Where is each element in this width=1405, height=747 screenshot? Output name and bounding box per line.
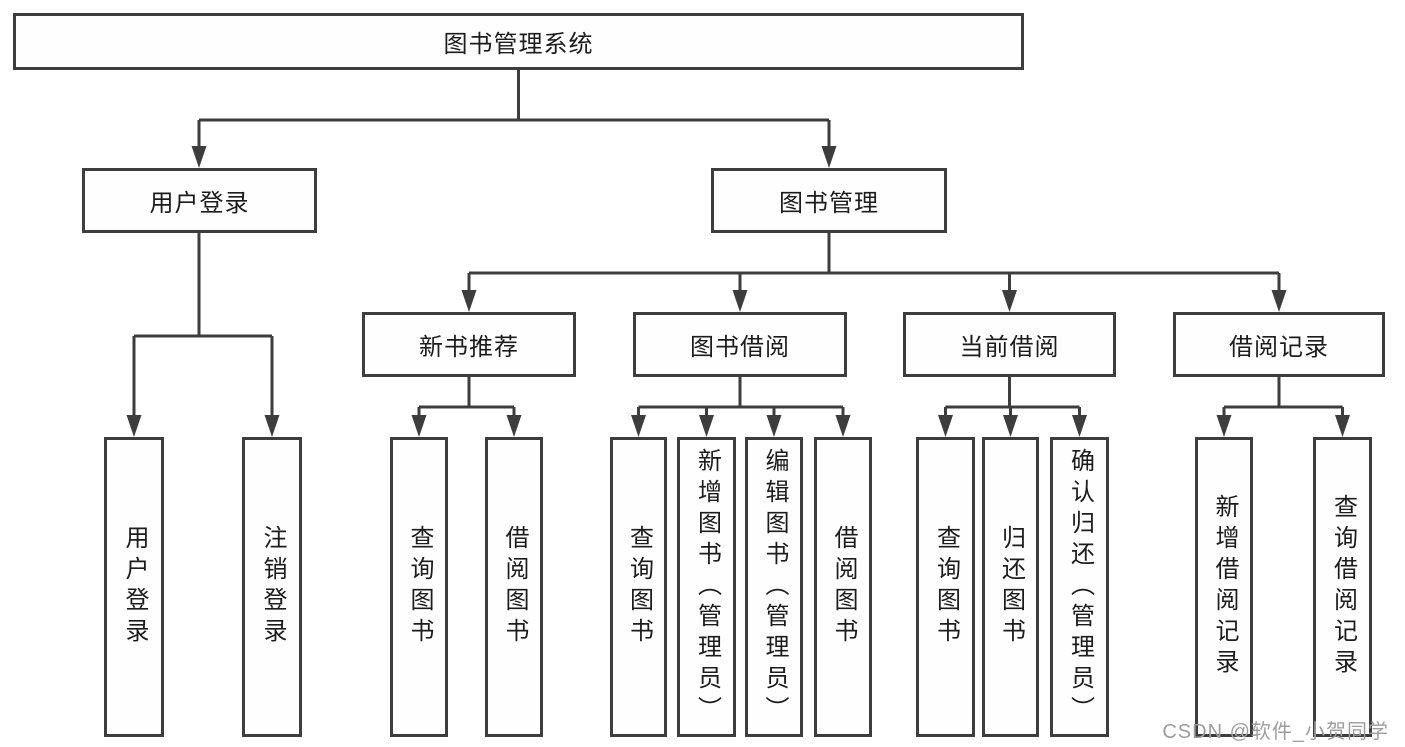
node-library-management-system: 图书管理系统	[13, 13, 1024, 70]
leaf-edit-books-admin: 编辑图书（管理员）	[745, 437, 803, 737]
leaf-user-login: 用户登录	[104, 437, 164, 737]
watermark: CSDN @软件_小贺同学	[1162, 721, 1389, 743]
leaf-return-books: 归还图书	[982, 437, 1039, 737]
leaf-query-books-recommend: 查询图书	[390, 437, 448, 737]
leaf-confirm-return-admin: 确认归还（管理员）	[1050, 437, 1109, 737]
leaf-query-books-borrowing: 查询图书	[610, 437, 667, 737]
connector-arrowheads	[126, 146, 1350, 437]
node-book-borrowing: 图书借阅	[633, 312, 847, 377]
leaf-logout-login: 注销登录	[242, 437, 302, 737]
leaf-borrow-books-recommend: 借阅图书	[485, 437, 543, 737]
leaf-add-borrow-record: 新增借阅记录	[1195, 437, 1253, 737]
node-current-borrowing: 当前借阅	[903, 312, 1116, 377]
leaf-query-books-current: 查询图书	[916, 437, 975, 737]
node-new-book-recommendation: 新书推荐	[362, 312, 576, 377]
leaf-borrow-books-borrowing: 借阅图书	[814, 437, 872, 737]
node-user-login-module: 用户登录	[82, 168, 317, 233]
leaf-add-books-admin: 新增图书（管理员）	[677, 437, 736, 737]
node-borrowing-records: 借阅记录	[1173, 312, 1385, 377]
leaf-query-borrow-record: 查询借阅记录	[1313, 437, 1372, 737]
node-book-management-module: 图书管理	[711, 168, 947, 233]
